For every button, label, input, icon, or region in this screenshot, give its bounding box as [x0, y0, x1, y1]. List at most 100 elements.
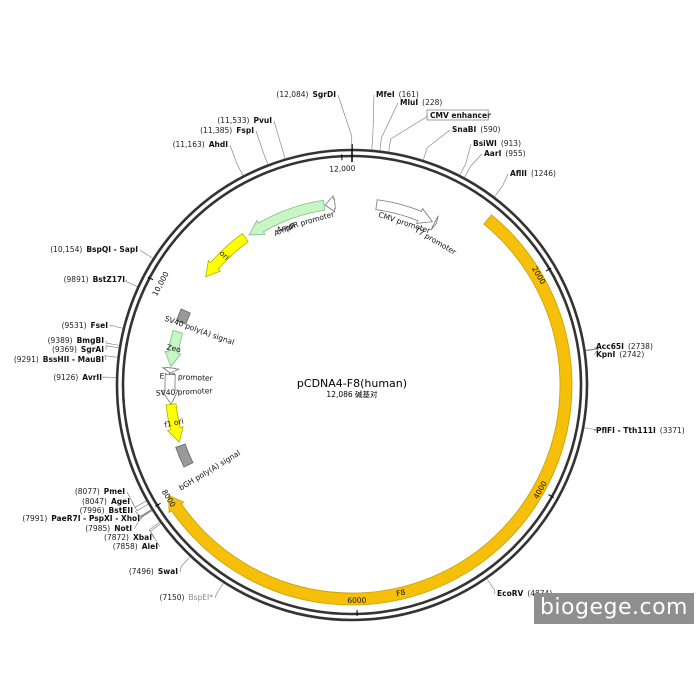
site-name: BstEII — [109, 506, 134, 515]
restriction-site[interactable]: (8077)PmeI — [75, 487, 147, 508]
tick-mark — [147, 276, 154, 281]
restriction-site[interactable]: (7996) BstEII — [80, 506, 152, 517]
site-name: BsiWI — [473, 139, 497, 148]
site-position: (9369) — [52, 345, 77, 354]
site-position: (161) — [399, 90, 419, 99]
tick-mark — [548, 494, 554, 498]
site-position: (228) — [422, 98, 442, 107]
site-leader-line — [371, 94, 375, 150]
feature-zeo[interactable]: Zeo — [164, 329, 184, 368]
site-position: (2738) — [628, 342, 653, 351]
site-leader-line — [422, 129, 451, 161]
site-position: (7996) — [80, 506, 105, 515]
site-label: AflII(1246) — [510, 169, 556, 178]
site-leader-line — [126, 491, 147, 508]
tick-label: 10,000 — [150, 270, 170, 298]
site-label: (9531)FseI — [62, 321, 109, 330]
site-name: AvrII — [82, 373, 102, 382]
site-label: BsiWI(913) — [473, 139, 521, 148]
restriction-site[interactable]: AflII(1246) — [494, 169, 556, 197]
site-position: (7858) — [113, 542, 138, 551]
site-position: (11,385) — [200, 126, 232, 135]
restriction-site[interactable]: (9389) BmgBI — [48, 336, 120, 346]
restriction-site[interactable]: (9531)FseI — [62, 321, 123, 330]
feature-f1-ori[interactable]: f1 ori — [163, 403, 185, 443]
restriction-site[interactable]: MluI(228) — [379, 98, 443, 151]
restriction-site[interactable]: KpnI(2742) — [585, 348, 645, 359]
restriction-site[interactable]: (7991)PaeR7I - PspXI - XhoI — [22, 509, 152, 523]
restriction-site[interactable]: (9369)SgrAI — [52, 345, 119, 354]
restriction-site[interactable]: (7150)BspEI* — [160, 582, 224, 602]
restriction-site[interactable]: (7872) XbaI — [104, 521, 161, 542]
restriction-site[interactable]: CMV enhancer — [388, 109, 491, 152]
site-name: EcoRV — [497, 589, 523, 598]
site-name: XbaI — [133, 533, 152, 542]
restriction-site[interactable]: (12,084)SgrDI — [276, 90, 353, 150]
restriction-site[interactable]: (9891)BstZ17I — [64, 275, 138, 287]
plasmid-name: pCDNA4-F8(human) — [297, 377, 407, 390]
site-name: CMV enhancer — [430, 111, 491, 120]
feature-em7-promoter[interactable]: EM7 promoter — [159, 367, 214, 383]
site-position: (12,084) — [276, 90, 308, 99]
restriction-site[interactable]: MfeI (161) — [371, 90, 419, 150]
feature-cmv-promoter-arrow — [375, 199, 434, 224]
restriction-site[interactable]: (11,385)FspI — [200, 126, 269, 165]
site-leader-line — [109, 324, 123, 329]
restriction-site[interactable]: (9126) AvrII — [53, 373, 117, 382]
site-position: (2742) — [619, 350, 644, 359]
site-label: (7496)SwaI — [129, 567, 178, 576]
restriction-site[interactable]: (11,163)AhdI — [173, 140, 244, 176]
site-position: (9891) — [64, 275, 89, 284]
restriction-site[interactable]: (10,154)BspQI - SapI — [50, 245, 154, 259]
site-name: BmgBI — [77, 336, 105, 345]
site-name: PflFI - Tth111I — [596, 426, 656, 435]
site-position: (7150) — [160, 593, 185, 602]
feature-ori-arrow — [205, 233, 249, 278]
feature-f8-label: F8 — [395, 587, 406, 598]
feature-zeo-arrow — [164, 329, 184, 368]
feature-ori[interactable]: ori — [205, 233, 249, 278]
site-position: (9291) — [14, 355, 39, 364]
site-leader-line — [139, 249, 154, 259]
tick-mark — [155, 502, 161, 507]
restriction-site[interactable]: (9291) BssHII - MauBI — [14, 355, 118, 364]
site-label: AarI(955) — [484, 149, 526, 158]
site-name: AarI — [484, 149, 502, 158]
site-position: (9389) — [48, 336, 73, 345]
restriction-site[interactable]: PflFI - Tth111I (3371) — [584, 426, 685, 435]
feature-f8[interactable]: F8 — [168, 214, 573, 606]
site-name: FseI — [91, 321, 109, 330]
restriction-site[interactable]: AarI(955) — [464, 149, 526, 178]
feature-ampr-arrow — [248, 199, 326, 236]
site-name: NotI — [114, 524, 132, 533]
feature-t7-promoter-label: T7 promoter — [412, 225, 458, 257]
restriction-site[interactable]: (7496)SwaI — [129, 556, 191, 576]
site-leader-line — [179, 556, 191, 573]
site-name: PvuI — [253, 116, 272, 125]
feature-f8-arrow — [168, 214, 573, 606]
site-position: (7872) — [104, 533, 129, 542]
site-position: (3371) — [660, 426, 685, 435]
site-name: BssHII - MauBI — [43, 355, 104, 364]
site-label: (7996) BstEII — [80, 506, 134, 515]
feature-zeo-label: Zeo — [166, 343, 182, 355]
feature-em7-promoter-label: EM7 promoter — [159, 371, 213, 382]
feature-bgh-polya[interactable]: bGH poly(A) signal — [175, 443, 242, 492]
feature-f1-ori-label: f1 ori — [163, 416, 184, 429]
tick-label: 6000 — [347, 596, 367, 605]
site-name: MfeI — [376, 90, 395, 99]
restriction-site[interactable]: Acc65I(2738) — [585, 342, 653, 351]
watermark-logo: biogege.com — [533, 593, 694, 624]
site-position: (8077) — [75, 487, 100, 496]
site-position: (1246) — [531, 169, 556, 178]
site-leader-line — [125, 279, 138, 287]
restriction-site[interactable]: (11,533)PvuI — [217, 116, 286, 159]
feature-sv40-promoter[interactable]: SV40 promoter — [156, 373, 214, 406]
restriction-site[interactable]: SnaBI(590) — [422, 125, 501, 161]
site-label: (9389) BmgBI — [48, 336, 105, 345]
restriction-site[interactable]: BsiWI(913) — [459, 139, 521, 176]
feature-f1-ori-arrow — [165, 403, 184, 443]
site-leader-line — [584, 427, 599, 432]
site-position: (9126) — [53, 373, 78, 382]
